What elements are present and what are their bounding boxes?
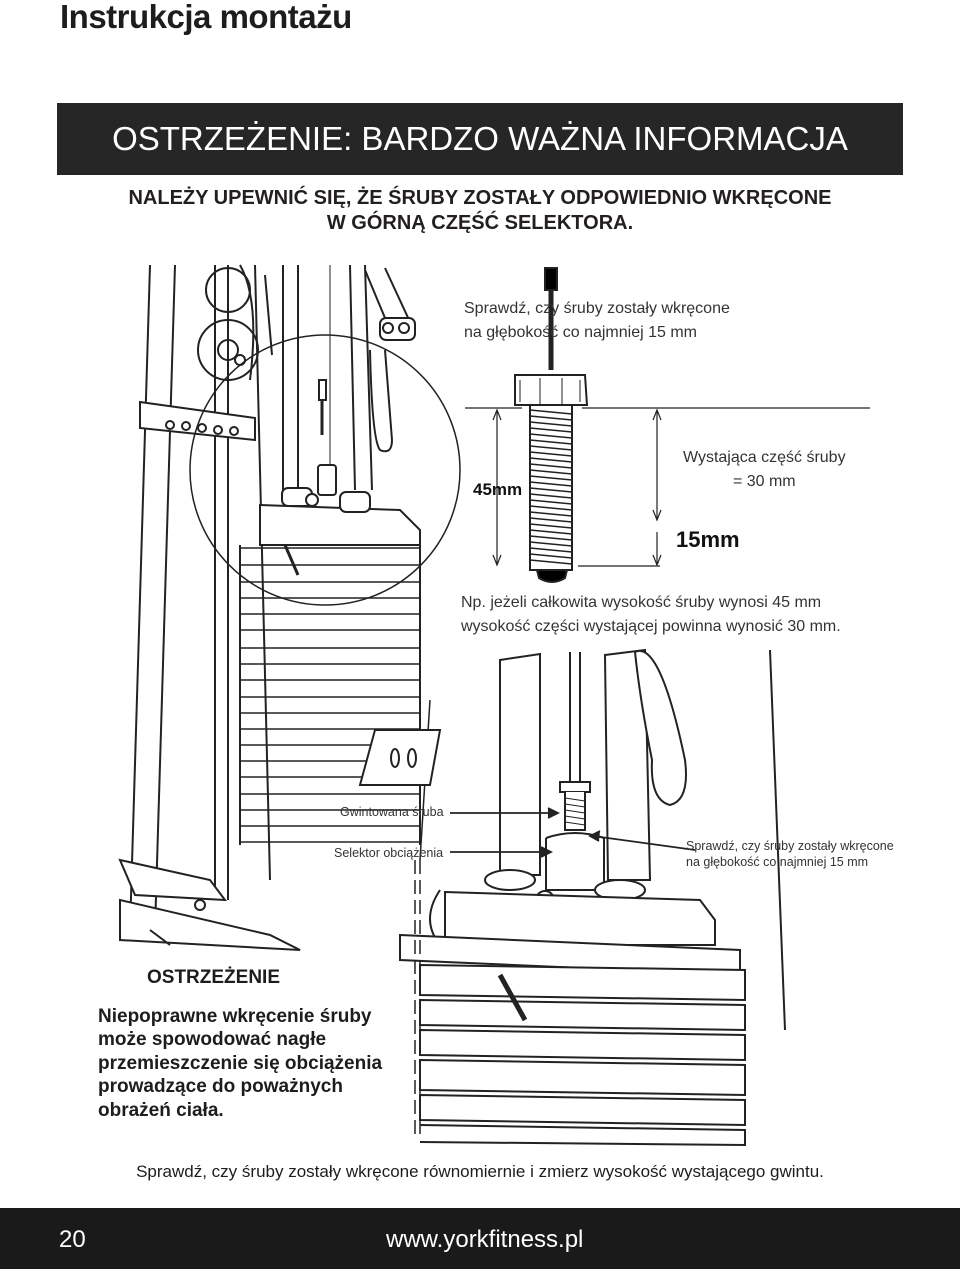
pointer-arrows (450, 807, 696, 858)
instruction-line-1: NALEŻY UPEWNIĆ SIĘ, ŻE ŚRUBY ZOSTAŁY ODP… (128, 187, 832, 209)
callout-depth-check: Sprawdź, czy śruby zostały wkręcone na g… (464, 297, 730, 345)
warning-text: Niepoprawne wkręcenie śruby może spowodo… (98, 1005, 398, 1122)
website-link[interactable]: www.yorkfitness.pl (386, 1226, 584, 1253)
warning-line: prowadzące do poważnych (98, 1076, 343, 1098)
warning-line: Niepoprawne wkręcenie śruby (98, 1006, 372, 1027)
label-depth-check-line-1: Sprawdź, czy śruby zostały wkręcone (686, 839, 894, 853)
warning-line: przemieszczenie się obciążenia (98, 1052, 383, 1074)
callout-depth-line-2: na głębokość co najmniej 15 mm (464, 324, 698, 341)
footer-bar (0, 1208, 960, 1269)
callout-protruding-line-2: = 30 mm (732, 473, 796, 490)
example-note: Np. jeżeli całkowita wysokość śruby wyno… (461, 591, 841, 639)
warning-banner-text: OSTRZEŻENIE: BARDZO WAŻNA INFORMACJA (112, 120, 848, 157)
bolt-diagram (465, 267, 870, 583)
warning-banner: OSTRZEŻENIE: BARDZO WAŻNA INFORMACJA (57, 103, 903, 175)
dimension-total-label: 45mm (473, 480, 523, 499)
dimension-min-label: 15mm (676, 527, 740, 552)
page-title: Instrukcja montażu (60, 0, 352, 35)
callout-protruding-line-1: Wystająca część śruby (683, 449, 846, 466)
instruction-line-2: W GÓRNĄ CZĘŚĆ SELEKTORA. (326, 212, 634, 234)
callout-protruding: Wystająca część śruby = 30 mm (683, 446, 846, 494)
weight-stack-left (239, 379, 421, 845)
machine-frame (118, 264, 416, 951)
page-number: 20 (59, 1226, 86, 1253)
callout-depth-line-1: Sprawdź, czy śruby zostały wkręcone (464, 300, 730, 317)
bottom-note: Sprawdź, czy śruby zostały wkręcone równ… (136, 1162, 824, 1181)
warning-line: może spowodować nagłe (98, 1029, 327, 1051)
label-depth-check-bottom: Sprawdź, czy śruby zostały wkręcone na g… (686, 838, 894, 870)
warning-box: OSTRZEŻENIE Niepoprawne wkręcenie śruby … (98, 967, 398, 1122)
warning-title: OSTRZEŻENIE (147, 967, 281, 988)
weight-stack-closeup (358, 648, 786, 1147)
label-load-selector: Selektor obciążenia (334, 846, 444, 860)
label-depth-check-line-2: na głębokość co najmniej 15 mm (686, 855, 869, 869)
example-line-2: wysokość części wystającej powinna wynos… (461, 618, 841, 635)
warning-line: obrażeń ciała. (98, 1099, 224, 1121)
magnifier-circle (189, 334, 461, 606)
label-threaded-bolt: Gwintowana śruba (340, 805, 444, 819)
example-line-1: Np. jeżeli całkowita wysokość śruby wyno… (461, 594, 822, 611)
instruction-text: NALEŻY UPEWNIĆ SIĘ, ŻE ŚRUBY ZOSTAŁY ODP… (57, 186, 903, 236)
